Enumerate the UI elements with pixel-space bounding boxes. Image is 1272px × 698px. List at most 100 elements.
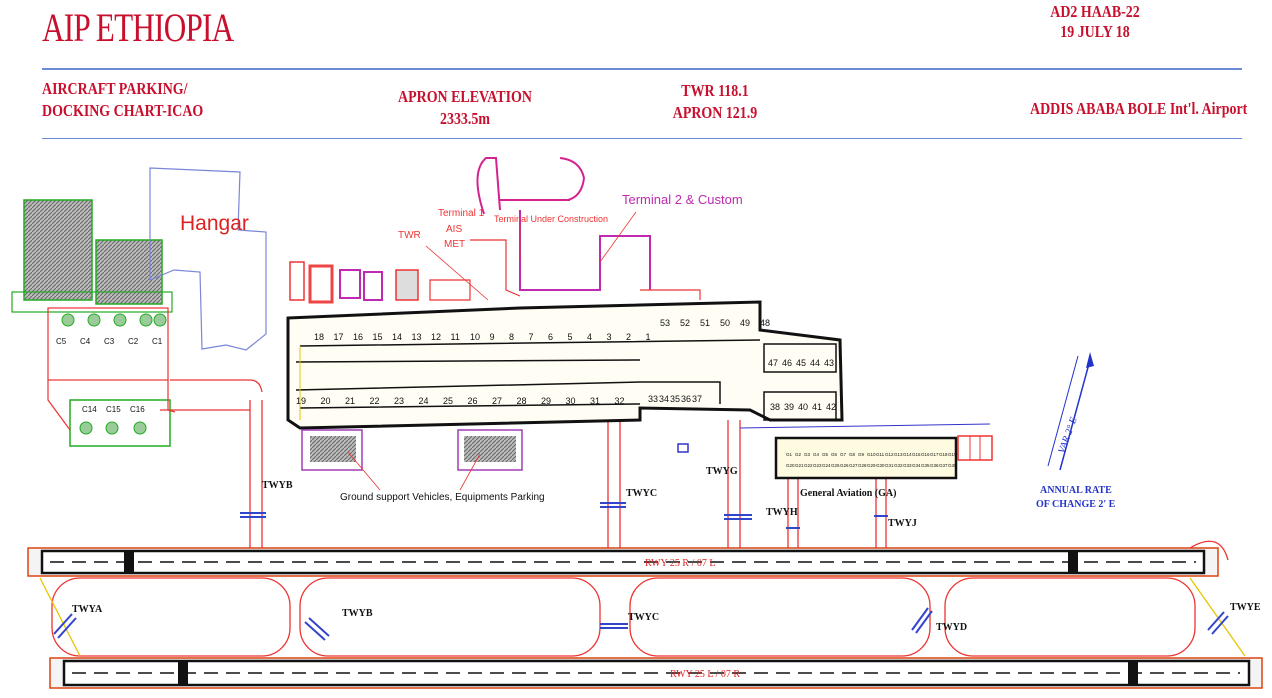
ga-stand-label: G6 (831, 452, 838, 457)
stand-label: 53 (660, 318, 670, 328)
terminal-labels: TWR Terminal 1 AIS MET Terminal Under Co… (398, 192, 743, 250)
stand-label: 41 (812, 402, 822, 412)
stand-label: 25 (443, 396, 453, 406)
runway-north (27, 547, 1219, 577)
document-id-block: AD2 HAAB-22 19 JULY 18 (1050, 2, 1140, 42)
ga-stand-label: G9 (858, 452, 865, 457)
stand-label: 36 (681, 394, 691, 404)
ga-stand-label: G14 (903, 452, 912, 457)
ga-stand-label: G7 (840, 452, 847, 457)
cargo-stand-label: C15 (106, 405, 121, 414)
parallel-taxiways (39, 540, 1246, 657)
annual-rate-line2: OF CHANGE 2' E (1036, 499, 1116, 510)
ga-stand-label: G21 (795, 463, 804, 468)
runway-south (49, 657, 1263, 689)
apron-frequency: APRON 121.9 (672, 103, 758, 122)
apron-elevation-value: 2333.5m (440, 109, 490, 128)
stand-label: 30 (566, 396, 576, 406)
ga-stand-label: G36 (930, 463, 939, 468)
terminal-buildings (289, 157, 701, 304)
ga-stand-label: G22 (804, 463, 813, 468)
ga-stand-label: G19 (948, 452, 957, 457)
ga-stand-label: G26 (840, 463, 849, 468)
cargo-area (11, 199, 176, 447)
stand-label: 45 (796, 358, 806, 368)
stand-label: 37 (692, 394, 702, 404)
stand-label: 10 (470, 332, 480, 342)
header-divider-top (42, 68, 1242, 70)
stand-label: 48 (760, 318, 770, 328)
ga-stand-label: G23 (813, 463, 822, 468)
annual-rate-line1: ANNUAL RATE (1040, 485, 1112, 496)
twya-label: TWYA (72, 604, 103, 615)
stand-label: 35 (670, 394, 680, 404)
stand-label: 24 (419, 396, 429, 406)
ga-stand-label: G5 (822, 452, 829, 457)
ga-label: General Aviation (GA) (800, 488, 896, 499)
stand-label: 23 (394, 396, 404, 406)
airport-name: ADDIS ABABA BOLE Int'l. Airport (1030, 99, 1248, 118)
chart-name-line2: DOCKING CHART-ICAO (42, 101, 204, 120)
cargo-stand-label: C14 (82, 405, 97, 414)
met-label: MET (444, 239, 465, 250)
header-divider-bottom (42, 138, 1242, 139)
stand-label: 28 (517, 396, 527, 406)
gse-parking (301, 429, 523, 491)
ga-stand-label: G13 (894, 452, 903, 457)
stand-label: 29 (541, 396, 551, 406)
stand-label: 9 (490, 332, 495, 342)
frequencies: TWR 118.1 APRON 121.9 (670, 80, 760, 124)
ga-stand-label: G29 (867, 463, 876, 468)
twye-label: TWYE (1230, 602, 1261, 613)
cargo-stand-label: C1 (152, 337, 163, 346)
runway-south-label: RWY 25 L / 07 R (670, 669, 740, 680)
stand-label: 49 (740, 318, 750, 328)
cargo-stand-label: C5 (56, 337, 67, 346)
stand-label: 40 (798, 402, 808, 412)
stand-label: 21 (345, 396, 355, 406)
chart-name-line1: AIRCRAFT PARKING/ (42, 79, 188, 98)
stand-label: 33 (648, 394, 658, 404)
stand-label: 11 (451, 332, 460, 342)
stand-label: 42 (826, 402, 836, 412)
ga-stand-label: G4 (813, 452, 820, 457)
stand-label: 52 (680, 318, 690, 328)
page-title: AIP ETHIOPIA (42, 5, 234, 50)
twyc-upper-label: TWYC (626, 488, 657, 499)
magnetic-variation: VAR 2° E ANNUAL RATE OF CHANGE 2' E (1036, 352, 1116, 510)
stand-label: 46 (782, 358, 792, 368)
ga-stand-label: G28 (858, 463, 867, 468)
cargo-stand-label: C4 (80, 337, 91, 346)
stand-label: 43 (824, 358, 834, 368)
ga-stand-label: G30 (876, 463, 885, 468)
stand-label: 51 (700, 318, 710, 328)
ga-stand-label: G16 (921, 452, 930, 457)
stand-label: 38 (770, 402, 780, 412)
taxiway-labels: TWYB TWYC TWYG TWYH TWYJ TWYA TWYB TWYC … (72, 466, 1261, 633)
stand-label: 22 (370, 396, 380, 406)
runway-north-label: RWY 25 R / 07 L (645, 558, 715, 569)
ga-stand-label: G1 (786, 452, 793, 457)
stand-label: 26 (468, 396, 478, 406)
ga-stand-label: G12 (885, 452, 894, 457)
stand-label: 34 (659, 394, 669, 404)
ga-stand-label: G3 (804, 452, 811, 457)
stand-label: 6 (548, 332, 553, 342)
twyg-label: TWYG (706, 466, 738, 477)
taxiway-hold-bars (53, 502, 1229, 641)
stand-label: 15 (373, 332, 383, 342)
stand-label: 14 (392, 332, 402, 342)
ga-stand-label: G18 (939, 452, 948, 457)
stand-label: 8 (509, 332, 514, 342)
ga-stand-label: G10 (867, 452, 876, 457)
hangar-label: Hangar (180, 212, 249, 235)
twyc-lower-label: TWYC (628, 612, 659, 623)
ga-stand-label: G37 (939, 463, 948, 468)
stand-label: 7 (529, 332, 534, 342)
ga-stand-label: G15 (912, 452, 921, 457)
ais-label: AIS (446, 224, 462, 235)
stand-label: 39 (784, 402, 794, 412)
stand-label: 50 (720, 318, 730, 328)
